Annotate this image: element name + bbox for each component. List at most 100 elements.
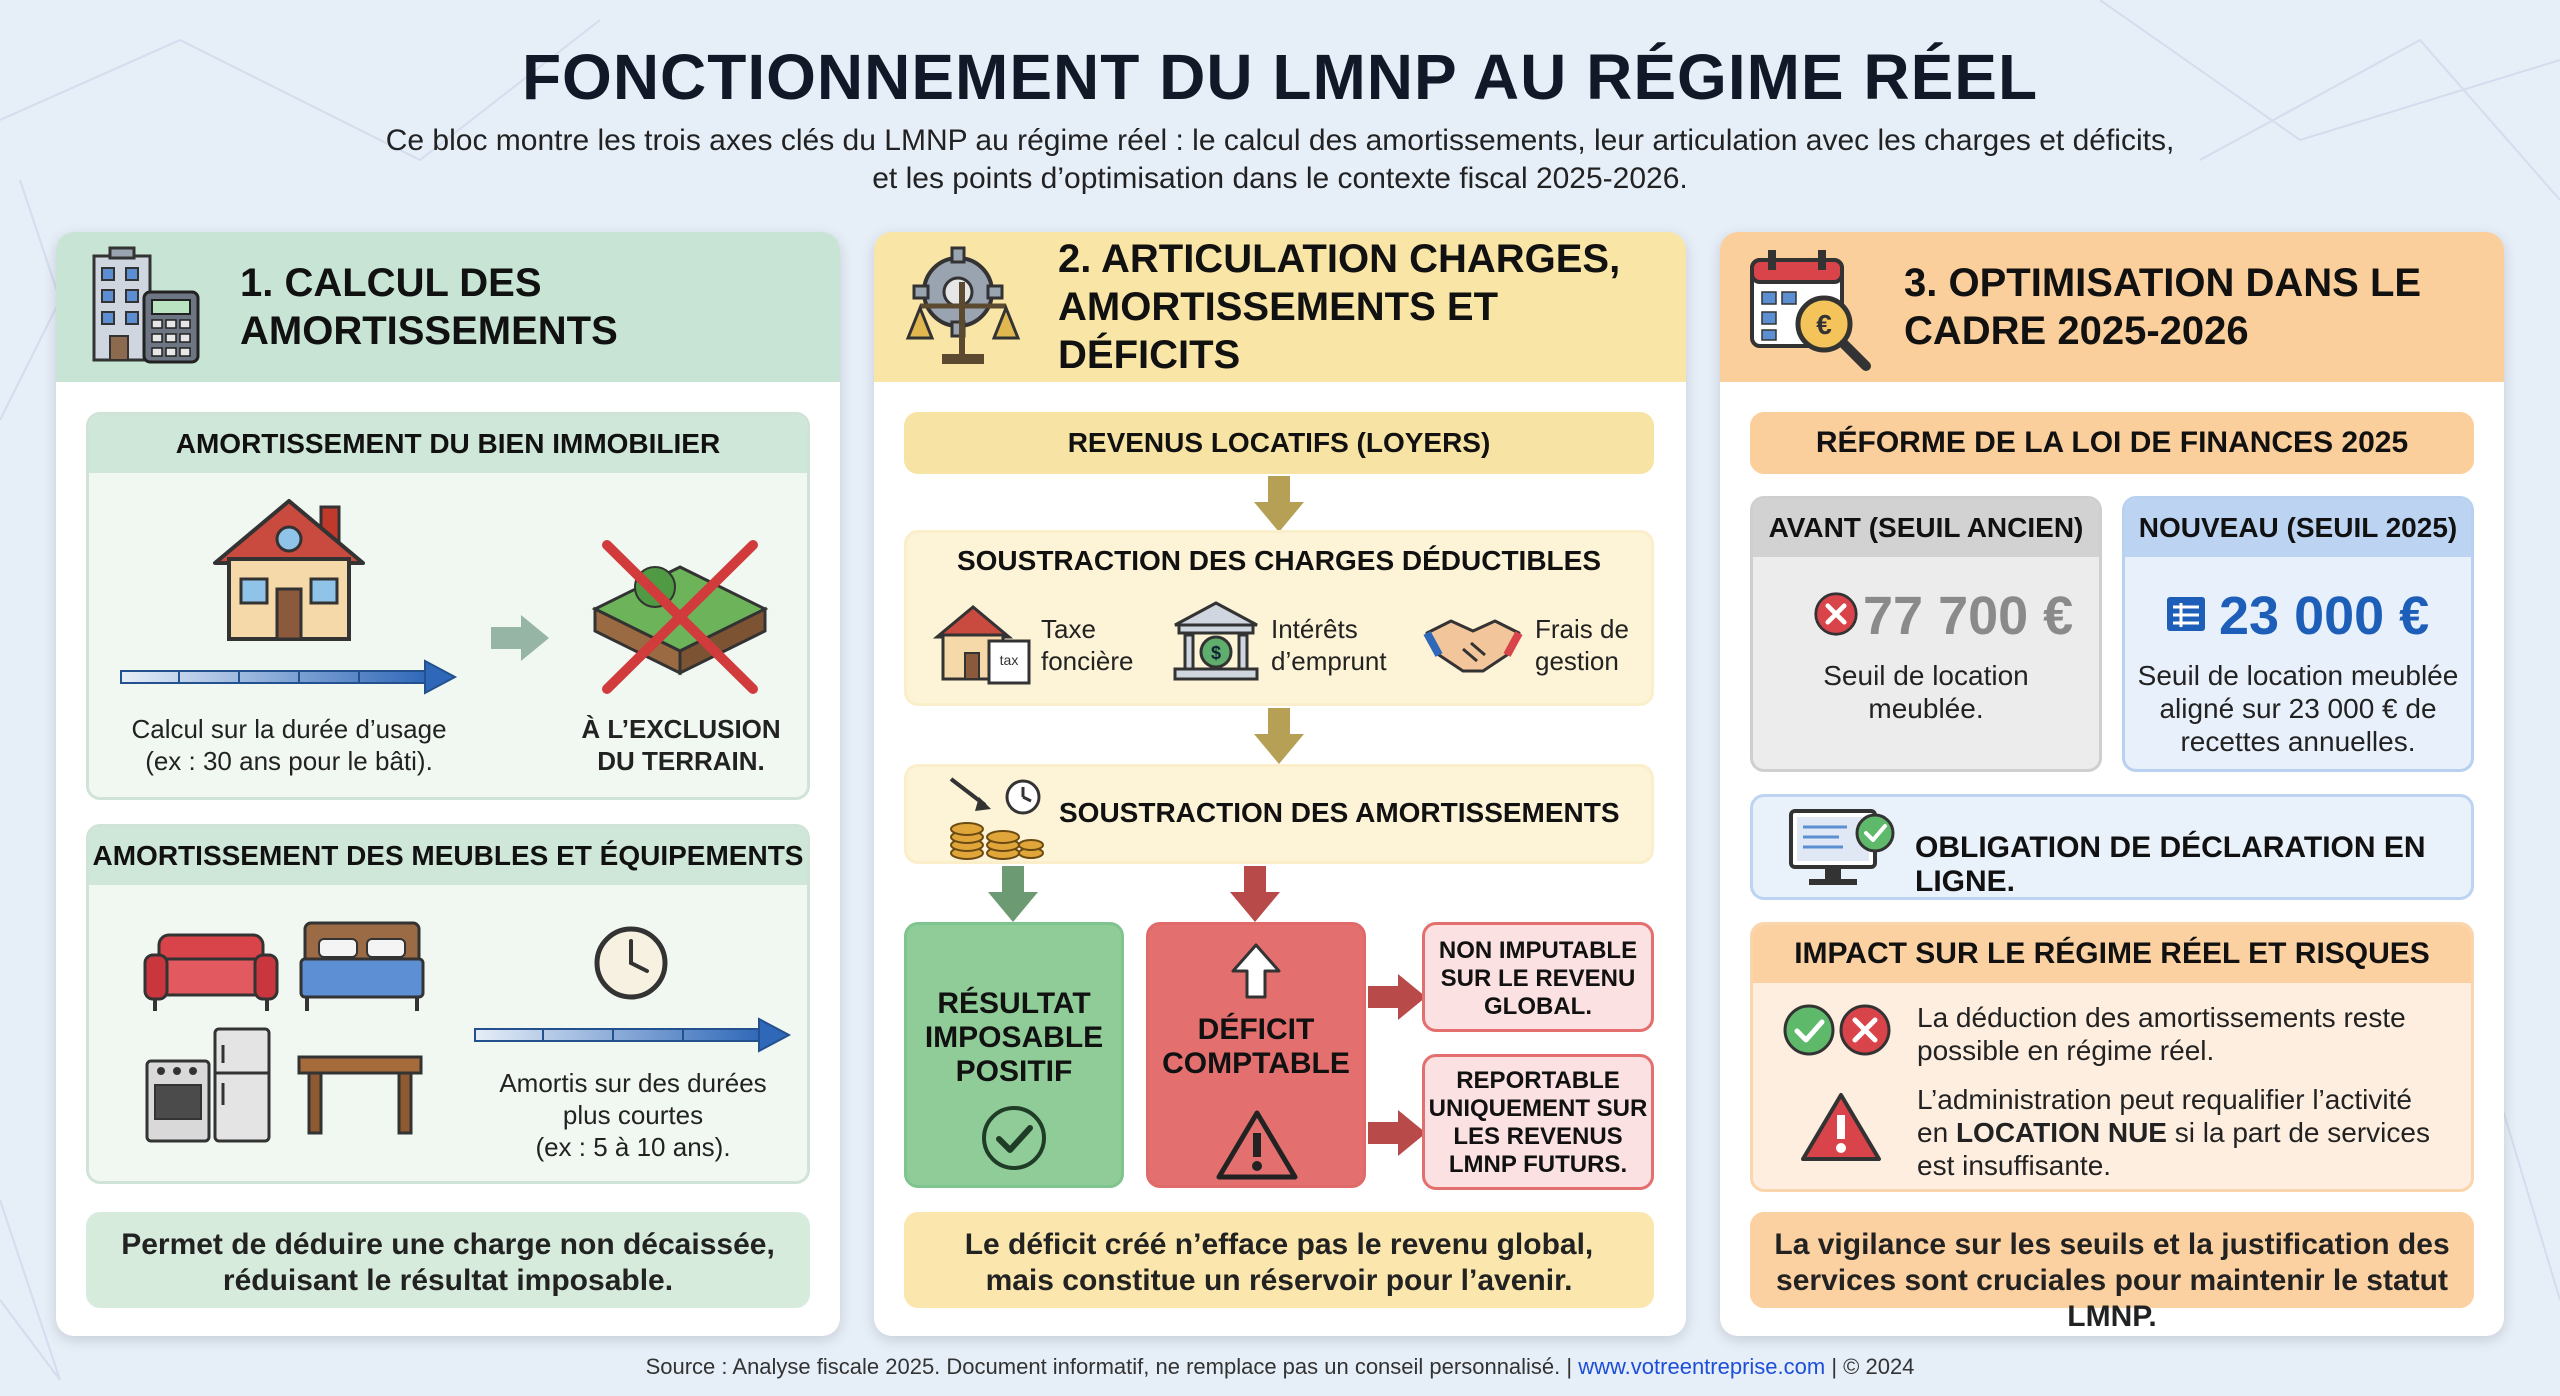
svg-text:tax: tax <box>1000 652 1019 668</box>
revenus-locatifs-box: REVENUS LOCATIFS (LOYERS) <box>904 412 1654 474</box>
impact1-line1: La déduction des amortissements reste <box>1917 1002 2406 1033</box>
column3-title-line1: 3. OPTIMISATION DANS LE <box>1904 261 2422 305</box>
column-calcul-amortissements: 1. CALCUL DES AMORTISSEMENTS AMORTISSEME… <box>56 232 840 1336</box>
deficit-comptable-line1: DÉFICIT <box>1197 1013 1315 1046</box>
document-icon <box>2167 597 2205 631</box>
reportable-box: REPORTABLE UNIQUEMENT SUR LES REVENUS LM… <box>1422 1054 1654 1190</box>
impact2-post: si la part de services <box>2166 1117 2430 1148</box>
impact2-line3: est insuffisante. <box>1917 1150 2112 1181</box>
seuil-avant-value: 77 700 € <box>1863 586 2074 646</box>
obligation-label: OBLIGATION DE DÉCLARATION EN LIGNE. <box>1915 831 2426 898</box>
charges-deductibles-title: SOUSTRACTION DES CHARGES DÉDUCTIBLES <box>956 545 1602 576</box>
amortissements-label: SOUSTRACTION DES AMORTISSEMENTS <box>1059 797 1620 828</box>
reforme-label: RÉFORME DE LA LOI DE FINANCES 2025 <box>1815 426 2409 459</box>
gear-scale-icon <box>905 246 1021 364</box>
seuil-avant-line2: meublée. <box>1868 693 1984 724</box>
resultat-positif-box: RÉSULTAT IMPOSABLE POSITIF <box>904 922 1124 1188</box>
page-title: FONCTIONNEMENT DU LMNP AU RÉGIME RÉEL <box>521 41 2039 113</box>
footer-copyright: | © 2024 <box>1825 1354 1915 1379</box>
svg-text:€: € <box>1816 309 1832 340</box>
footer: Source : Analyse fiscale 2025. Document … <box>0 1354 2560 1380</box>
revenus-locatifs-label: REVENUS LOCATIFS (LOYERS) <box>1067 427 1491 458</box>
seuil-avant-title: AVANT (SEUIL ANCIEN) <box>1753 499 2099 557</box>
amortissement-bien-title: AMORTISSEMENT DU BIEN IMMOBILIER <box>89 415 807 473</box>
reportable-line2: UNIQUEMENT SUR <box>1428 1095 1648 1122</box>
resultat-positif-line3: POSITIF <box>955 1055 1073 1088</box>
close-circle-icon <box>1814 592 1858 636</box>
meubles-caption-line1: Amortis sur des durées <box>499 1068 767 1098</box>
calendar-euro-icon: € <box>1750 250 1871 371</box>
obligation-box: OBLIGATION DE DÉCLARATION EN LIGNE. <box>1750 794 2474 900</box>
amortissement-bien-box: AMORTISSEMENT DU BIEN IMMOBILIER <box>86 412 810 800</box>
house-tax-icon: tax <box>933 605 1031 685</box>
column2-title-line1: 2. ARTICULATION CHARGES, <box>1058 237 1621 281</box>
reportable-line4: LMNP FUTURS. <box>1448 1151 1628 1178</box>
arrow-up-icon <box>1231 943 1281 999</box>
seuil-nouveau-line2: aligné sur 23 000 € de <box>2159 693 2437 724</box>
land-excluded-icon <box>591 540 769 694</box>
arrow-right-icon <box>491 615 549 661</box>
column2-header: 2. ARTICULATION CHARGES, AMORTISSEMENTS … <box>874 232 1686 382</box>
handshake-icon <box>1423 619 1523 673</box>
column2-summary-line1: Le déficit créé n’efface pas le revenu g… <box>964 1228 1594 1261</box>
timeline-arrow-icon <box>120 659 458 695</box>
column1-title-line2: AMORTISSEMENTS <box>240 309 618 353</box>
impact2-line1: L’administration peut requalifier l’acti… <box>1917 1084 2412 1115</box>
column2-summary: Le déficit créé n’efface pas le revenu g… <box>904 1212 1654 1308</box>
check-circle-icon <box>982 1106 1046 1170</box>
arrow-down-icon <box>1254 476 1304 532</box>
seuil-nouveau-line1: Seuil de location meublée <box>2137 660 2459 691</box>
exclusion-terrain-line2: DU TERRAIN. <box>597 746 765 776</box>
seuil-avant-box: AVANT (SEUIL ANCIEN) 77 700 € Seuil de l… <box>1750 496 2102 772</box>
column3-title-line2: CADRE 2025-2026 <box>1904 309 2249 353</box>
frais-gestion-line1: Frais de <box>1535 614 1629 644</box>
amortissement-meubles-box: AMORTISSEMENT DES MEUBLES ET ÉQUIPEMENTS <box>86 824 810 1184</box>
meubles-caption-line3: (ex : 5 à 10 ans). <box>535 1132 731 1162</box>
footer-source: Source : Analyse fiscale 2025. Document … <box>645 1354 1579 1379</box>
impact-box: IMPACT SUR LE RÉGIME RÉEL ET RISQUES La … <box>1750 922 2474 1192</box>
reportable-line3: LES REVENUS <box>1453 1123 1623 1150</box>
column1-header: 1. CALCUL DES AMORTISSEMENTS <box>56 232 840 382</box>
check-cross-icons <box>1783 1004 1891 1056</box>
bank-icon: $ <box>1173 601 1259 681</box>
house-icon <box>213 499 365 641</box>
non-imputable-box: NON IMPUTABLE SUR LE REVENU GLOBAL. <box>1422 922 1654 1032</box>
column1-title-line1: 1. CALCUL DES <box>240 261 542 305</box>
location-nue-emphasis: LOCATION NUE <box>1955 1117 2167 1148</box>
bien-caption-line1: Calcul sur la durée d’usage <box>131 714 447 744</box>
column3-summary-line1: La vigilance sur les seuils et la justif… <box>1774 1228 2450 1261</box>
interets-emprunt-line1: Intérêts <box>1271 614 1358 644</box>
exclusion-terrain-line1: À L’EXCLUSION <box>581 714 781 744</box>
timeline-arrow-icon <box>474 1017 792 1053</box>
arrow-down-icon <box>1254 708 1304 764</box>
column3-header: € 3. OPTIMISATION DANS LE CADRE 2025-202… <box>1720 232 2504 382</box>
column1-summary-line2: réduisant le résultat imposable. <box>222 1264 674 1297</box>
sofa-icon <box>143 933 279 1011</box>
seuil-nouveau-value: 23 000 € <box>2219 586 2430 646</box>
page-subtitle: Ce bloc montre les trois axes clés du LM… <box>385 124 2175 195</box>
deficit-comptable-line2: COMPTABLE <box>1162 1047 1350 1080</box>
kitchen-appliances-icon <box>145 1027 271 1143</box>
arrow-down-green-icon <box>988 866 1038 922</box>
column-optimisation: € 3. OPTIMISATION DANS LE CADRE 2025-202… <box>1720 232 2504 1336</box>
seuil-nouveau-box: NOUVEAU (SEUIL 2025) 23 000 € Seuil de l… <box>2122 496 2474 772</box>
non-imputable-line1: NON IMPUTABLE <box>1438 937 1638 964</box>
charges-deductibles-box: SOUSTRACTION DES CHARGES DÉDUCTIBLES tax… <box>904 530 1654 706</box>
computer-check-icon <box>1789 809 1895 885</box>
impact1-line2: possible en régime réel. <box>1917 1035 2215 1066</box>
non-imputable-line2: SUR LE REVENU <box>1440 965 1636 992</box>
column-articulation: 2. ARTICULATION CHARGES, AMORTISSEMENTS … <box>874 232 1686 1336</box>
bed-icon <box>299 921 425 1011</box>
seuil-nouveau-line3: recettes annuelles. <box>2180 726 2416 757</box>
interets-emprunt-line2: d’emprunt <box>1271 646 1387 676</box>
meubles-caption-line2: plus courtes <box>562 1100 704 1130</box>
footer-link[interactable]: www.votreentreprise.com <box>1578 1354 1826 1379</box>
resultat-positif-line2: IMPOSABLE <box>924 1021 1104 1054</box>
taxe-fonciere-line2: foncière <box>1041 646 1134 676</box>
amortissement-meubles-title: AMORTISSEMENT DES MEUBLES ET ÉQUIPEMENTS <box>89 827 807 885</box>
column2-title-line2: AMORTISSEMENTS ET DÉFICITS <box>1058 285 1499 377</box>
reportable-line1: REPORTABLE <box>1456 1067 1620 1094</box>
svg-text:$: $ <box>1211 643 1221 663</box>
arrow-right-red-icon <box>1368 1110 1426 1156</box>
column3-summary: La vigilance sur les seuils et la justif… <box>1750 1212 2474 1333</box>
